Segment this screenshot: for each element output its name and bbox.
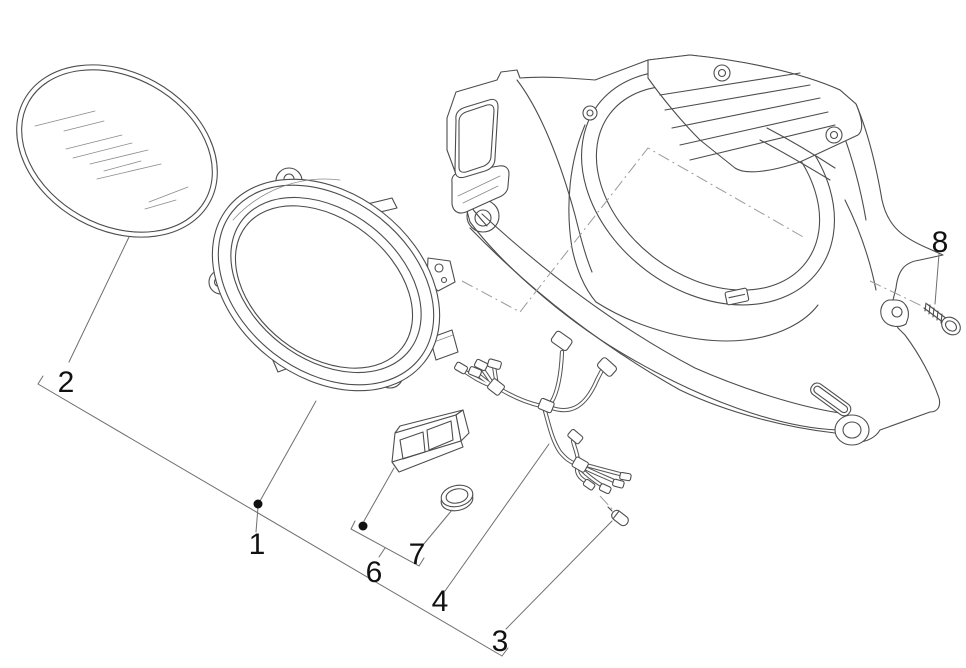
- wiring-harness-part: [453, 330, 632, 495]
- screw-threads: [924, 302, 943, 324]
- callout-dot-6: [358, 521, 368, 531]
- alignment-dashdot-screw: [869, 280, 923, 307]
- callout-label-6: 6: [366, 556, 383, 589]
- callout-label-1: 1: [249, 528, 266, 561]
- alignment-dashdot-speedo-to-cover: [461, 147, 806, 313]
- glass-lens-part: [16, 64, 218, 238]
- instrument-cluster-part: [208, 167, 459, 392]
- leader-lines: [37, 236, 940, 657]
- screw-part: [923, 302, 961, 336]
- harness-wires: [458, 349, 623, 488]
- callout-label-2: 2: [58, 366, 75, 399]
- handlebar-cover-part: [446, 54, 944, 446]
- callout-label-8: 8: [932, 226, 949, 259]
- lens-reflection-lines: [34, 110, 189, 210]
- bulb-terminal-part: [607, 506, 629, 527]
- callout-dot-1: [253, 499, 263, 509]
- callout-label-4: 4: [432, 585, 449, 618]
- callout-labels: 1 2 3 4 6 7 8: [58, 226, 949, 658]
- callout-label-7: 7: [409, 538, 426, 571]
- callout-label-3: 3: [492, 625, 509, 658]
- display-window-part: [391, 409, 470, 473]
- flap-rib-lines: [659, 72, 836, 161]
- round-cap-part: [440, 484, 474, 512]
- alignment-dashdot-bulb: [599, 495, 613, 510]
- harness-connectors: [453, 330, 632, 495]
